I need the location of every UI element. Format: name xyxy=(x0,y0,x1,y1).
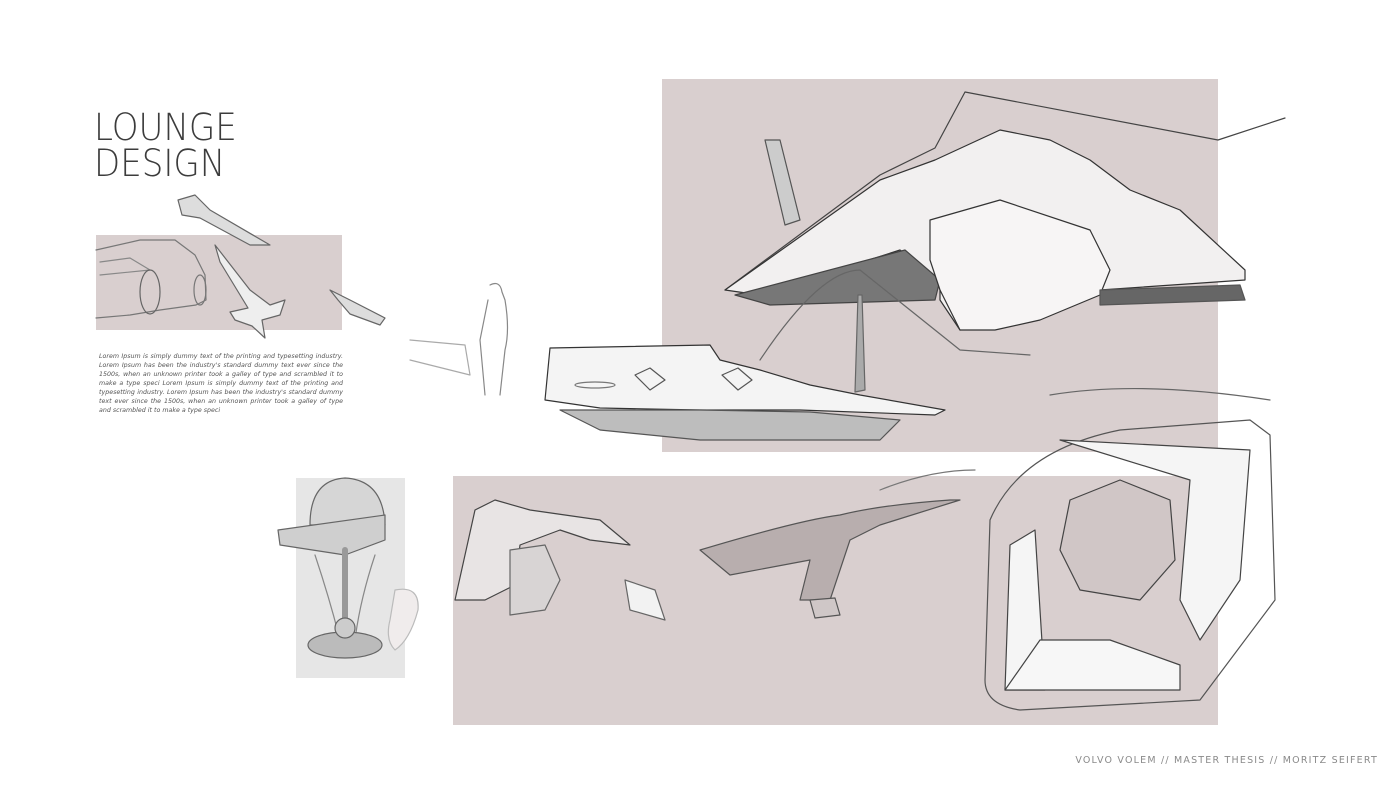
lounge-bar-sketch-icon xyxy=(409,282,946,441)
lamp-sketch-icon xyxy=(277,477,419,659)
description-text: Lorem Ipsum is simply dummy text of the … xyxy=(99,353,343,414)
cabin-interior-sketch-icon xyxy=(454,469,976,621)
title-line-2: DESIGN xyxy=(94,142,226,185)
car-sketch-icon xyxy=(95,239,207,319)
jet-sketch-icon xyxy=(177,194,386,339)
page-title: LOUNGE DESIGN xyxy=(94,106,237,185)
lounge-wing-sketch-icon xyxy=(724,91,1286,361)
cockpit-layout-sketch-icon xyxy=(984,388,1276,711)
title-line-1: LOUNGE xyxy=(94,106,237,149)
footer-credit: VOLVO VOLEM // MASTER THESIS // MORITZ S… xyxy=(1075,755,1378,766)
